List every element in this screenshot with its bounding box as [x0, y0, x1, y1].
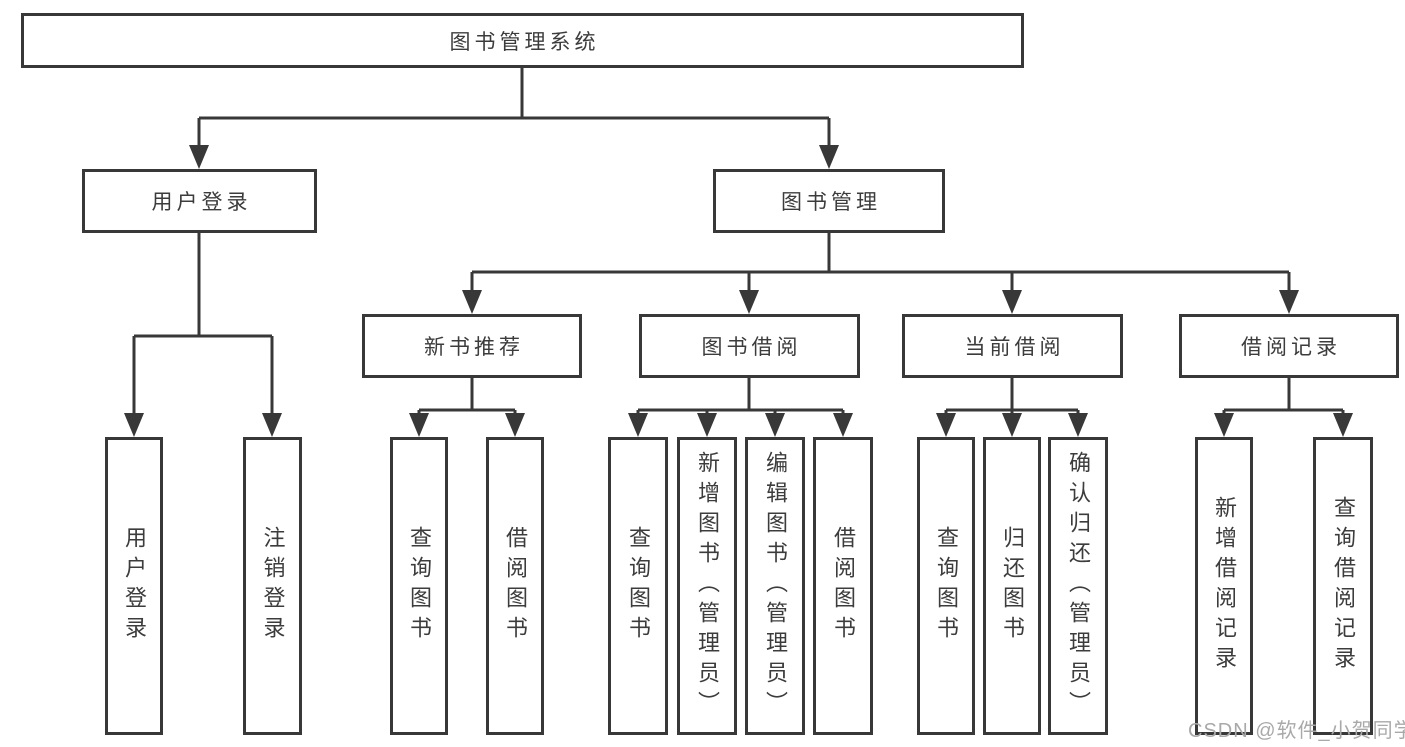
node-label: 用户登录	[151, 191, 252, 214]
node-label: 查询图书	[626, 526, 651, 646]
connector-current-borrow-branch	[944, 378, 1080, 416]
leaf-edit-book-admin: 编辑图书（管理员）	[745, 437, 805, 735]
node-book-borrowing: 图书借阅	[639, 314, 860, 378]
node-label: 借阅图书	[831, 526, 856, 646]
node-label: 图书管理	[781, 191, 881, 214]
arrow-down-icon	[819, 145, 839, 169]
connector-book-borrow-branch	[636, 378, 845, 416]
connector-borrow-record-branch	[1222, 378, 1345, 416]
connector-root-to-level2	[197, 68, 831, 147]
node-label: 借阅记录	[1241, 336, 1341, 359]
arrow-down-icon	[189, 145, 209, 169]
node-new-book-recommendation: 新书推荐	[362, 314, 582, 378]
arrow-down-icon	[1002, 413, 1022, 437]
leaf-query-books-current: 查询图书	[917, 437, 975, 735]
node-label: 确认归还（管理员）	[1066, 451, 1091, 721]
node-borrowing-records: 借阅记录	[1179, 314, 1399, 378]
arrow-down-icon	[739, 290, 759, 314]
arrow-down-icon	[833, 413, 853, 437]
node-label: 用户登录	[122, 526, 147, 646]
node-label: 图书借阅	[701, 336, 802, 359]
node-label: 借阅图书	[503, 526, 528, 646]
leaf-borrow-books-borrowing: 借阅图书	[813, 437, 873, 735]
arrow-down-icon	[936, 413, 956, 437]
arrow-down-icon	[697, 413, 717, 437]
connector-new-book-branch	[417, 378, 517, 416]
connector-user-login-branch	[132, 233, 274, 416]
node-label: 编辑图书（管理员）	[763, 451, 788, 721]
node-label: 查询图书	[407, 526, 432, 646]
arrow-down-icon	[1002, 290, 1022, 314]
leaf-add-book-admin: 新增图书（管理员）	[677, 437, 737, 735]
leaf-return-book: 归还图书	[983, 437, 1041, 735]
leaf-borrow-books-recommend: 借阅图书	[486, 437, 544, 735]
leaf-logout: 注销登录	[243, 437, 302, 735]
leaf-confirm-return-admin: 确认归还（管理员）	[1048, 437, 1108, 735]
arrow-down-icon	[1214, 413, 1234, 437]
arrow-down-icon	[124, 413, 144, 437]
node-label: 图书管理系统	[449, 30, 600, 54]
csdn-watermark: CSDN @软件_小贺同学	[1188, 720, 1405, 742]
node-user-login: 用户登录	[82, 169, 317, 233]
arrow-down-icon	[1333, 413, 1353, 437]
arrow-down-icon	[262, 413, 282, 437]
arrow-down-icon	[1279, 290, 1299, 314]
connector-book-management-branch	[470, 233, 1291, 292]
node-label: 新增借阅记录	[1212, 496, 1237, 676]
node-label: 新增图书（管理员）	[695, 451, 720, 721]
arrow-down-icon	[628, 413, 648, 437]
node-label: 注销登录	[260, 526, 286, 646]
node-book-management: 图书管理	[713, 169, 945, 233]
leaf-user-login: 用户登录	[105, 437, 163, 735]
leaf-query-books-recommend: 查询图书	[390, 437, 448, 735]
node-book-management-system: 图书管理系统	[21, 13, 1024, 68]
node-current-borrowing: 当前借阅	[902, 314, 1123, 378]
arrow-down-icon	[505, 413, 525, 437]
node-label: 新书推荐	[424, 336, 524, 359]
node-label: 当前借阅	[964, 336, 1065, 359]
leaf-query-borrow-record: 查询借阅记录	[1313, 437, 1373, 735]
arrow-down-icon	[1068, 413, 1088, 437]
arrow-down-icon	[409, 413, 429, 437]
leaf-query-books-borrowing: 查询图书	[608, 437, 668, 735]
arrow-down-icon	[462, 290, 482, 314]
leaf-add-borrow-record: 新增借阅记录	[1195, 437, 1253, 735]
node-label: 查询借阅记录	[1331, 496, 1356, 676]
arrow-down-icon	[765, 413, 785, 437]
node-label: 查询图书	[934, 526, 959, 646]
node-label: 归还图书	[1000, 526, 1025, 646]
